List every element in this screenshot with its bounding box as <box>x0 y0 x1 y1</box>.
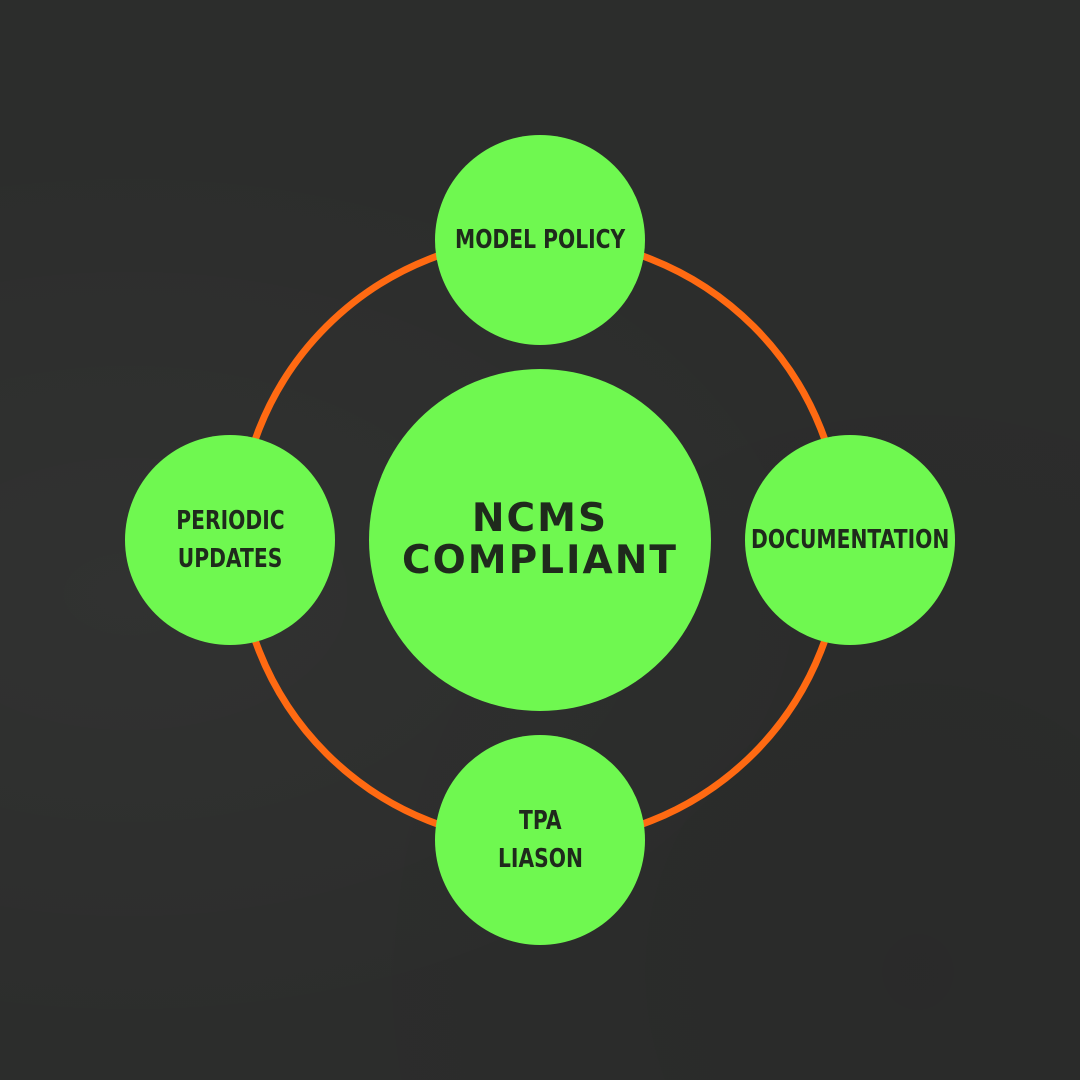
periodic-updates-node: PERIODIC UPDATES <box>125 435 335 645</box>
ncms-compliant-hub: NCMS COMPLIANT <box>369 369 711 711</box>
tpa-liason-node: TPA LIASON <box>435 735 645 945</box>
tpa-liason-label-line-2: LIASON <box>497 844 583 874</box>
model-policy-node: MODEL POLICY <box>435 135 645 345</box>
documentation-label: DOCUMENTATION <box>750 525 950 555</box>
periodic-updates-label-line-2: UPDATES <box>177 544 283 574</box>
hub-label-line-1: NCMS <box>471 496 609 541</box>
periodic-updates-label-line-1: PERIODIC <box>175 506 285 536</box>
documentation-node: DOCUMENTATION <box>745 435 955 645</box>
tpa-liason-label-line-1: TPA <box>518 806 562 836</box>
hub-label-line-2: COMPLIANT <box>402 538 678 583</box>
model-policy-label: MODEL POLICY <box>454 225 626 255</box>
